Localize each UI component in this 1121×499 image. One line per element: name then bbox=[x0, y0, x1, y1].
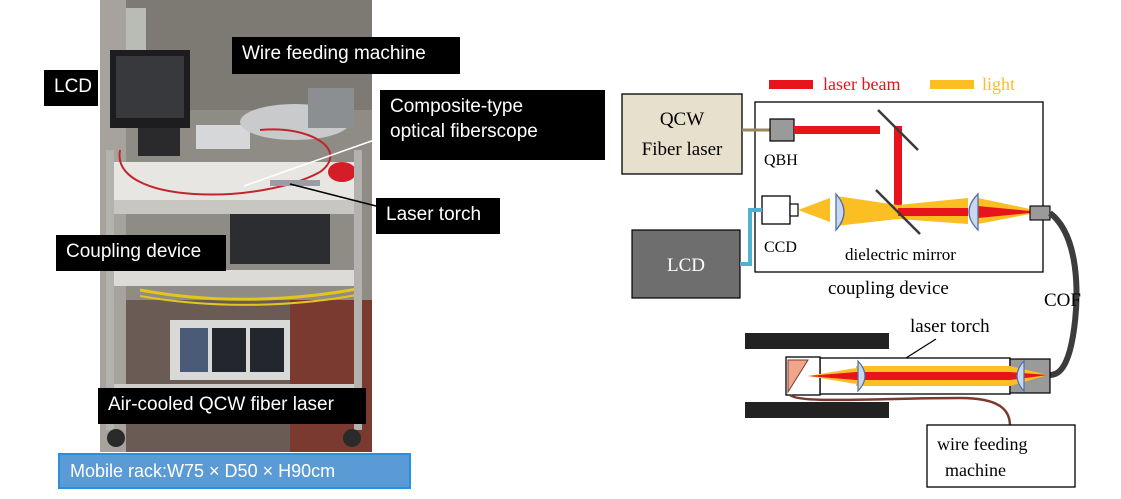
legend-laser-beam-text: laser beam bbox=[823, 74, 900, 94]
photo-controller bbox=[196, 125, 250, 149]
qbh-label: QBH bbox=[764, 152, 798, 169]
photo-label-coupling-device: Coupling device bbox=[56, 235, 226, 271]
photo-label-lcd: LCD bbox=[44, 70, 98, 106]
dielectric-mirror bbox=[875, 189, 921, 235]
photo-yellow-fiber bbox=[139, 286, 363, 301]
legend-light-text: light bbox=[982, 74, 1015, 94]
wire-feeding-machine-box bbox=[926, 424, 1076, 488]
photo-top-shelf-edge bbox=[106, 200, 362, 214]
upper-mirror bbox=[877, 109, 919, 151]
photo-label-fiberscope: Composite-type optical fiberscope bbox=[380, 90, 605, 160]
photo-lcd-screen bbox=[116, 56, 184, 118]
cof-cable bbox=[1048, 210, 1080, 378]
photo-red-button bbox=[328, 162, 356, 182]
dielectric-mirror-label: dielectric mirror bbox=[845, 245, 956, 264]
photo-laser-vent-1 bbox=[212, 328, 246, 372]
qcw-label-line2: Fiber laser bbox=[642, 139, 723, 160]
photo-laser-panel bbox=[180, 328, 208, 372]
workpiece-upper-bar bbox=[745, 333, 889, 349]
coupling-lens-2 bbox=[968, 192, 979, 232]
photo-label-fiberscope-line1: Composite-type bbox=[390, 96, 524, 117]
wire-feed-line bbox=[789, 393, 1012, 427]
laser-torch-label: laser torch bbox=[910, 316, 990, 337]
coupling-device-frame bbox=[754, 101, 1044, 273]
photo-middle-shelf bbox=[106, 270, 362, 286]
photo-rack-post-left bbox=[106, 150, 114, 430]
torch-beam-2 bbox=[856, 372, 1010, 380]
coupling-lens-1 bbox=[835, 192, 845, 232]
coupling-output-connector bbox=[1029, 205, 1051, 221]
photo-wire-feeder-body bbox=[308, 88, 354, 128]
photo-label-wire-feeding-machine: Wire feeding machine bbox=[232, 37, 460, 74]
photo-torch bbox=[270, 180, 320, 186]
laser-beam-focus bbox=[978, 206, 1030, 218]
qcw-fiber-laser-box bbox=[621, 93, 743, 175]
laser-torch-leader bbox=[905, 338, 937, 359]
cof-label: COF bbox=[1044, 290, 1081, 311]
ccd-camera-body bbox=[761, 195, 791, 225]
qcw-label-line1: QCW bbox=[660, 109, 704, 130]
photo-lcd-stand bbox=[138, 128, 180, 156]
mobile-rack-caption: Mobile rack:W75 × D50 × H90cm bbox=[58, 453, 411, 489]
photo-wheel-right bbox=[343, 429, 361, 447]
light-cone-ccd bbox=[798, 198, 830, 222]
legend-light-swatch bbox=[930, 80, 974, 89]
torch-nozzle-tip bbox=[787, 359, 809, 394]
gas-cylinder bbox=[126, 8, 146, 63]
photo-wheel-left bbox=[107, 429, 125, 447]
qbh-connector bbox=[769, 118, 795, 142]
workpiece-lower-bar bbox=[745, 402, 889, 418]
light-region-1 bbox=[836, 196, 898, 226]
wire-feeding-label-line1: wire feeding bbox=[937, 434, 1027, 454]
optical-schematic: laser beam light QCW Fiber laser QBH CCD… bbox=[621, 74, 1081, 488]
photo-rack-post-right bbox=[354, 150, 362, 430]
wire-feeding-label-line2: machine bbox=[945, 460, 1006, 480]
ccd-camera-lens bbox=[789, 203, 799, 217]
lcd-to-ccd-cable bbox=[740, 208, 762, 266]
photo-coupling-device bbox=[230, 214, 330, 264]
photo-yellow-fiber-2 bbox=[139, 293, 363, 306]
torch-beam-1 bbox=[808, 372, 856, 380]
torch-lens-2 bbox=[1016, 359, 1025, 393]
legend-laser-beam-swatch bbox=[769, 80, 813, 89]
photo-laser-vent-2 bbox=[250, 328, 284, 372]
photo-label-qcw-fiber-laser: Air-cooled QCW fiber laser bbox=[98, 388, 366, 424]
ccd-label: CCD bbox=[764, 239, 797, 256]
torch-lens-1 bbox=[857, 359, 866, 393]
lcd-box-label: LCD bbox=[667, 255, 705, 276]
photo-label-laser-torch: Laser torch bbox=[376, 198, 500, 234]
photo-label-fiberscope-line2: optical fiberscope bbox=[390, 121, 538, 142]
lcd-box bbox=[631, 229, 741, 299]
coupling-device-label: coupling device bbox=[828, 278, 949, 299]
